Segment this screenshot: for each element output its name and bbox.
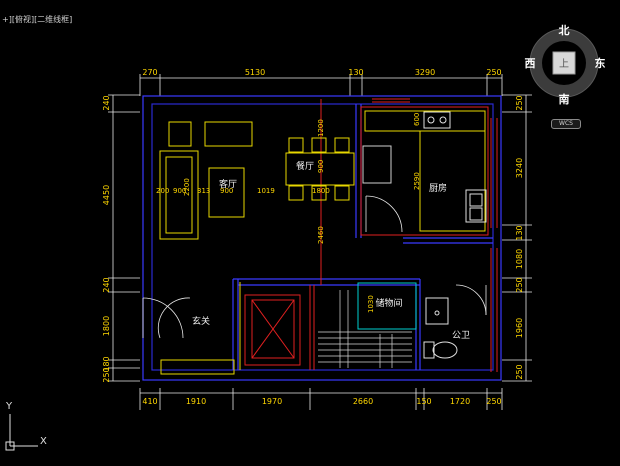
- dim-living-4: 313: [197, 187, 210, 195]
- dim-top-2: 5130: [245, 68, 265, 77]
- dim-living-2: 900: [173, 187, 186, 195]
- dim-right-7: 250: [515, 364, 524, 379]
- dim-kitchen-1: 600: [413, 113, 421, 126]
- dim-left-3: 240: [102, 277, 111, 292]
- storage-room: [357, 282, 417, 330]
- fridge: [362, 145, 392, 184]
- viewcube-face-label: 上: [559, 58, 569, 70]
- stair-void: [244, 294, 301, 366]
- dim-bottom-6: 1720: [450, 397, 470, 406]
- dim-left-6: 250: [102, 367, 111, 382]
- dim-storage: 1030: [367, 295, 375, 313]
- dim-top-1: 270: [142, 68, 157, 77]
- dim-bottom-7: 250: [486, 397, 501, 406]
- viewport-label[interactable]: +][俯视][二维线框]: [2, 15, 73, 24]
- dim-top-5: 250: [486, 68, 501, 77]
- dim-right-5: 250: [515, 277, 524, 292]
- dim-right-3: 130: [515, 225, 524, 240]
- viewcube-face[interactable]: [552, 51, 576, 75]
- compass-west[interactable]: 西: [525, 57, 536, 70]
- dim-right-1: 250: [515, 95, 524, 110]
- dim-kitchen-2: 2590: [413, 172, 421, 190]
- ucs-icon: [5, 414, 38, 451]
- dim-left-5: 180: [102, 356, 111, 371]
- dim-top-4: 3290: [415, 68, 435, 77]
- dim-bottom-5: 150: [416, 397, 431, 406]
- dim-bottom-3: 1970: [262, 397, 282, 406]
- compass-south[interactable]: 南: [559, 92, 570, 106]
- room-bathroom: 公卫: [452, 330, 470, 341]
- dim-living-1: 200: [156, 187, 169, 195]
- compass-east[interactable]: 东: [595, 56, 606, 70]
- tv-cabinet: [204, 121, 253, 147]
- room-storage: 储物间: [375, 297, 402, 309]
- stairs: [318, 290, 412, 368]
- dim-living-3: 2200: [183, 178, 191, 196]
- dim-left-2: 4450: [102, 185, 111, 205]
- kitchen-sink: [465, 189, 487, 223]
- dim-bottom-1: 410: [142, 397, 157, 406]
- ucs-y-label: Y: [6, 401, 13, 412]
- dim-dining-2: 900: [317, 160, 325, 173]
- ucs-x-label: X: [40, 436, 47, 447]
- room-dining: 餐厅: [296, 160, 314, 172]
- dim-living-5: 900: [220, 187, 233, 195]
- shoe-cabinet: [160, 359, 235, 375]
- dim-living-6: 1019: [257, 187, 275, 195]
- room-labels: 客厅 餐厅 厨房 玄关 储物间 公卫: [192, 160, 470, 341]
- room-living: 客厅: [219, 178, 237, 190]
- dimension-texts: 270 5130 130 3290 250 410 1910 1970 2660…: [102, 68, 524, 406]
- windows-and-openings: [309, 98, 498, 372]
- dim-hall: 2460: [317, 226, 325, 244]
- wash-basin: [425, 297, 449, 325]
- dim-right-4: 1080: [515, 249, 524, 269]
- sofa: [159, 150, 199, 240]
- dining-table: [285, 152, 355, 186]
- dim-top-3: 130: [348, 68, 363, 77]
- dimension-lines: [108, 74, 532, 410]
- dim-dining-1: 1200: [317, 119, 325, 137]
- doors: [142, 195, 487, 339]
- dim-bottom-2: 1910: [186, 397, 206, 406]
- compass-north[interactable]: 北: [559, 23, 570, 37]
- side-table: [168, 121, 192, 147]
- dim-right-6: 1960: [515, 318, 524, 338]
- room-entrance: 玄关: [192, 315, 210, 327]
- dim-bottom-4: 2660: [353, 397, 373, 406]
- room-kitchen: 厨房: [429, 182, 447, 194]
- toilet: [432, 341, 458, 359]
- walls: [142, 95, 502, 381]
- kitchen-counter: [419, 130, 486, 232]
- dim-right-2: 3240: [515, 158, 524, 178]
- furniture: [159, 110, 487, 375]
- viewcube[interactable]: 上 北 南 东 西: [525, 23, 606, 106]
- coffee-table: [208, 167, 245, 218]
- dim-left-4: 1800: [102, 316, 111, 336]
- dim-living-7: 1800: [312, 187, 330, 195]
- wcs-button[interactable]: WCS: [551, 119, 581, 129]
- dim-left-1: 240: [102, 95, 111, 110]
- interior-dims: 200 900 2200 313 900 1019 1800 600 2590 …: [156, 113, 421, 313]
